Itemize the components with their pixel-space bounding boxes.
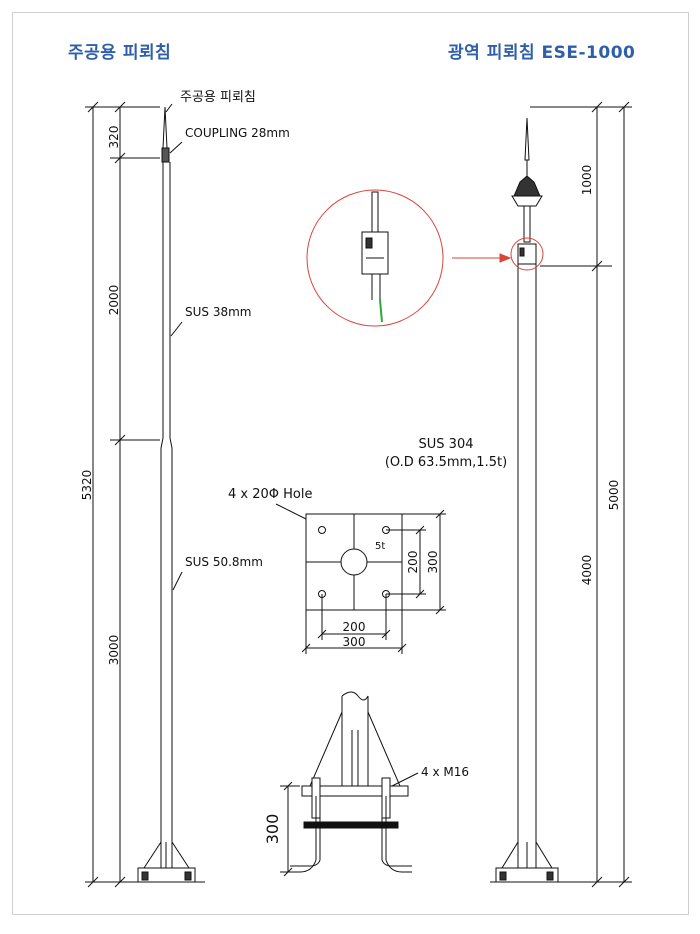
bolt-label: 4 x M16 <box>421 765 469 779</box>
dim-anchor-300: 300 <box>263 814 282 845</box>
dim-4000: 4000 <box>580 555 594 586</box>
anchor-elevation <box>280 691 412 877</box>
left-pole <box>130 106 205 883</box>
right-title: 광역 피뢰침 ESE-1000 <box>448 43 636 63</box>
dim-5320: 5320 <box>80 470 94 501</box>
upper-pipe-label: SUS 38mm <box>185 305 251 319</box>
dim-plate-200-h: 200 <box>343 620 366 634</box>
left-title: 주공용 피뢰침 <box>68 43 172 63</box>
dim-5000: 5000 <box>607 480 621 511</box>
coupling-label: COUPLING 28mm <box>185 126 290 140</box>
dim-2000: 2000 <box>107 285 121 316</box>
dim-320: 320 <box>107 126 121 149</box>
drawing-frame <box>12 12 689 915</box>
dim-plate-300-h: 300 <box>343 635 366 649</box>
thickness-label: 5t <box>375 541 385 552</box>
dim-plate-200-v: 200 <box>406 551 420 574</box>
right-pole <box>490 117 632 883</box>
dim-3000: 3000 <box>107 635 121 666</box>
dim-plate-300-v: 300 <box>426 551 440 574</box>
lower-pipe-label: SUS 50.8mm <box>185 555 263 569</box>
dim-1000: 1000 <box>580 165 594 196</box>
hole-label: 4 x 20Φ Hole <box>228 487 312 502</box>
base-plate-plan <box>301 509 446 654</box>
material-label: SUS 304 <box>419 437 474 452</box>
right-dimensions <box>530 101 632 888</box>
coupling-detail-callout <box>306 189 544 327</box>
left-dimensions <box>85 101 160 888</box>
spec-label: (O.D 63.5mm,1.5t) <box>385 455 507 470</box>
tip-label: 주공용 피뢰침 <box>180 90 256 105</box>
